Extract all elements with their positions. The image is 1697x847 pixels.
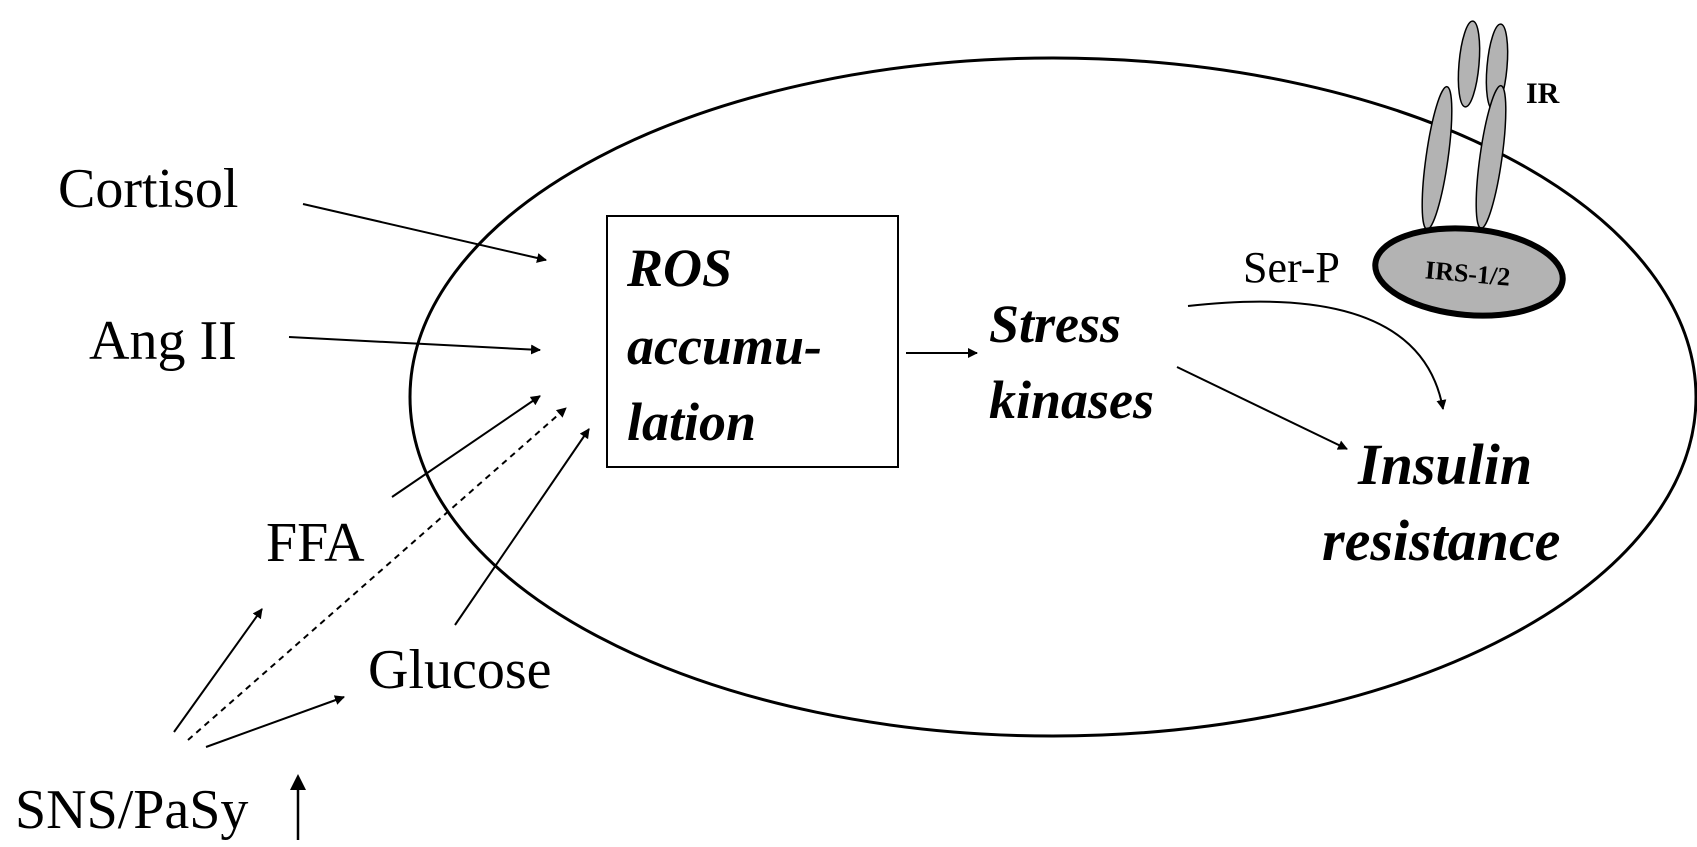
insulin-receptor-icon <box>1421 20 1509 231</box>
accumulation-label-1: accumu- <box>627 316 822 376</box>
sns-to-ros-dashed-arrow <box>187 407 567 741</box>
cortisol-label: Cortisol <box>58 158 238 220</box>
stress-to-irs-curved-arrow <box>1187 300 1447 410</box>
cell-membrane <box>408 56 1697 738</box>
ser-p-label: Ser-P <box>1243 243 1340 292</box>
ffa-label: FFA <box>266 512 365 574</box>
kinases-label: kinases <box>989 370 1154 430</box>
resistance-label: resistance <box>1322 508 1560 573</box>
sns-to-ffa-arrow <box>173 608 263 733</box>
ir-label: IR <box>1526 77 1560 110</box>
accumulation-label-2: lation <box>627 392 756 452</box>
up-arrow-icon <box>290 774 306 840</box>
insulin-label: Insulin <box>1357 432 1532 497</box>
ffa-to-ros-arrow <box>391 395 541 498</box>
ang-ii-label: Ang II <box>89 310 237 372</box>
sns-pasy-label: SNS/PaSy <box>15 779 248 841</box>
irs-ellipse <box>1372 225 1566 319</box>
glucose-to-ros-arrow <box>454 428 590 626</box>
stress-label: Stress <box>989 294 1121 354</box>
sns-to-glucose-arrow <box>205 695 345 748</box>
ang-ii-arrow <box>288 336 541 355</box>
cortisol-arrow <box>302 203 547 263</box>
ros-box <box>606 215 899 468</box>
stress-to-insulin-resistance-arrow <box>1176 366 1348 450</box>
glucose-label: Glucose <box>368 639 552 701</box>
ros-label: ROS <box>626 238 732 298</box>
